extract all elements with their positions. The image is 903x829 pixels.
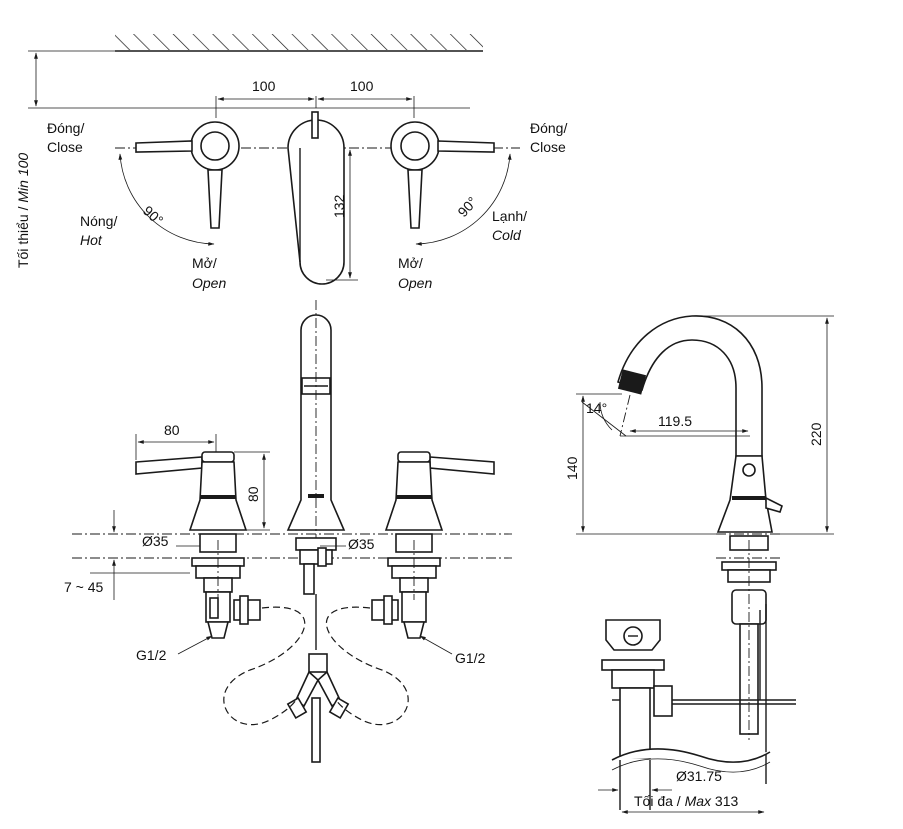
height-220: 220 <box>808 422 824 446</box>
deck-range: 7 ~ 45 <box>64 579 104 595</box>
reach-119-5: 119.5 <box>658 413 692 429</box>
dim-100-right: 100 <box>350 78 374 94</box>
height-140: 140 <box>564 456 580 480</box>
thread-left: G1/2 <box>136 647 167 663</box>
spout-front <box>286 300 346 560</box>
side-view: 14° 119.5 140 220 Ø31.75 Tối đa / Max 31… <box>564 315 834 814</box>
angle-right: 90° <box>454 194 480 220</box>
open-left-label: Mở/ <box>192 255 217 271</box>
open-right-label-en: Open <box>398 275 432 291</box>
spout-shank <box>286 537 350 763</box>
cold-label: Lạnh/ <box>492 208 527 224</box>
dim-100-left: 100 <box>252 78 276 94</box>
min-100-label: Tối thiểu / Min 100 <box>15 153 31 268</box>
hot-label-en: Hot <box>80 232 103 248</box>
dia-left: Ø35 <box>142 533 169 549</box>
spout-top <box>287 111 345 285</box>
drain <box>601 619 796 810</box>
left-handle-front <box>135 451 261 639</box>
angle-14: 14° <box>586 400 607 416</box>
drain-diameter: Ø31.75 <box>676 768 722 784</box>
open-right-label: Mở/ <box>398 255 423 271</box>
right-handle-top <box>390 121 495 229</box>
hose-left <box>223 606 306 726</box>
gooseneck <box>617 315 763 457</box>
front-view: 80 80 <box>64 300 512 763</box>
dim-80-height: 80 <box>245 486 261 502</box>
hot-label: Nóng/ <box>80 213 117 229</box>
top-view: Tối thiểu / Min 100 100 100 90° 90° <box>15 34 567 291</box>
dim-132: 132 <box>331 194 347 218</box>
close-left-label: Đóng/ <box>47 120 84 136</box>
left-rotation-arc <box>118 153 215 246</box>
close-right-label: Đóng/ <box>530 120 567 136</box>
open-left-label-en: Open <box>192 275 226 291</box>
close-right-label-en: Close <box>530 139 566 155</box>
dim-80-handle: 80 <box>164 422 180 438</box>
right-rotation-arc <box>415 153 512 246</box>
dia-right: Ø35 <box>348 536 375 552</box>
close-left-label-en: Close <box>47 139 83 155</box>
angle-left: 90° <box>140 202 166 228</box>
hose-right <box>325 606 409 726</box>
thread-right: G1/2 <box>455 650 486 666</box>
right-handle-front <box>371 451 495 639</box>
max-313-label: Tối đa / Max 313 <box>634 793 739 809</box>
cold-label-en: Cold <box>492 227 522 243</box>
wall-hatch <box>115 34 483 50</box>
